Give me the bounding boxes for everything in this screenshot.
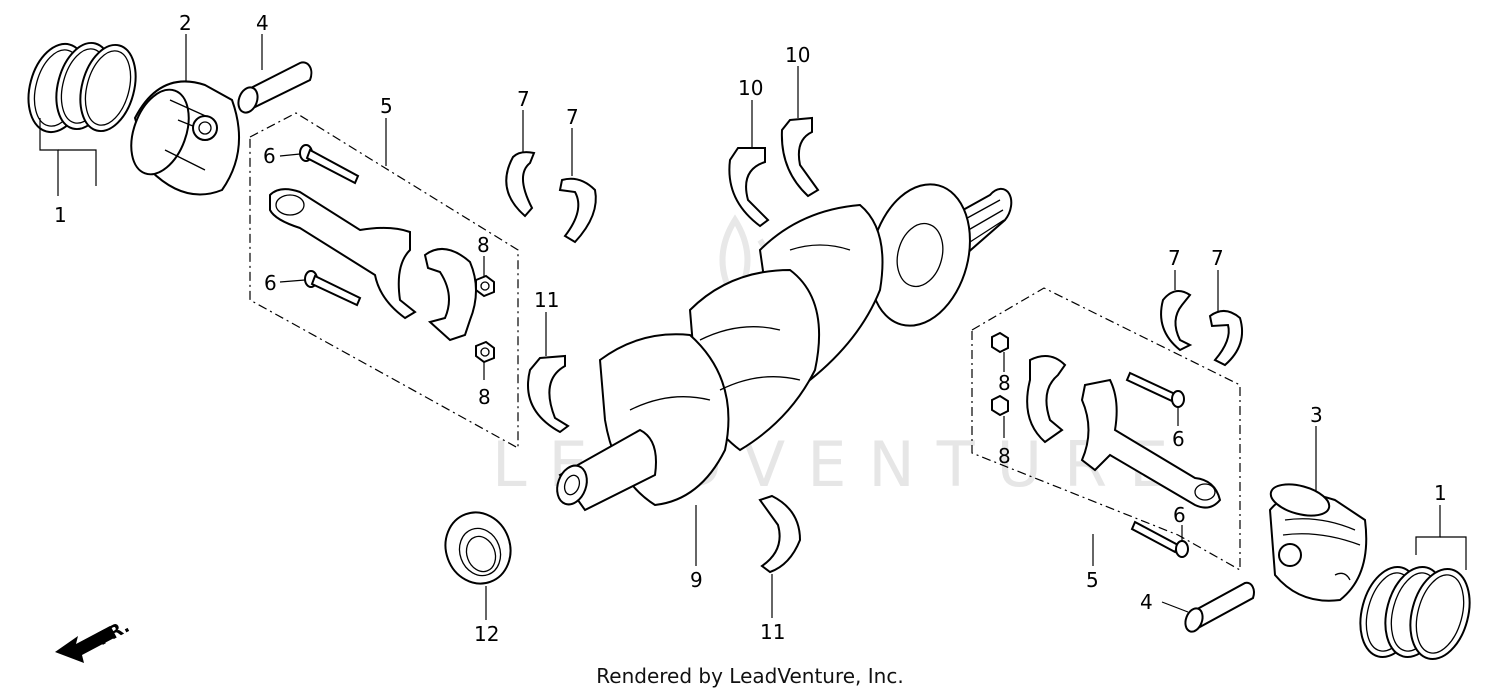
front-arrow-icon: [55, 626, 116, 663]
callout-conrod-bolt-left-upper: 6: [263, 144, 276, 168]
callout-conrod-bolt-right-upper: 6: [1172, 427, 1185, 451]
conrod-bolt-right-lower[interactable]: [1130, 520, 1189, 558]
bearing-right-a[interactable]: [1160, 290, 1193, 352]
callout-piston-right: 3: [1310, 403, 1323, 427]
callout-bearing-left-upper-b: 7: [566, 105, 579, 129]
callout-crankshaft: 9: [690, 568, 703, 592]
callout-piston-rings-right: 1: [1434, 481, 1447, 505]
callout-bearing-right-a: 7: [1168, 246, 1181, 270]
conrod-right[interactable]: [1080, 378, 1222, 509]
callout-nut-right-upper: 8: [998, 371, 1011, 395]
piston-rings-right[interactable]: [1351, 560, 1479, 665]
piston-pin-left[interactable]: [235, 61, 313, 115]
callout-nut-left-lower: 8: [478, 385, 491, 409]
callout-thrust-washer-b: 10: [785, 43, 810, 67]
callout-nut-left-upper: 8: [477, 233, 490, 257]
conrod-cap-left[interactable]: [423, 247, 477, 342]
main-bearing-bottom[interactable]: [758, 494, 802, 574]
callout-main-bearing-left: 11: [534, 288, 559, 312]
conrod-bolt-left-upper[interactable]: [299, 144, 360, 185]
callout-thrust-washer-a: 10: [738, 76, 763, 100]
piston-left[interactable]: [121, 80, 241, 196]
conrod-bolt-left-lower[interactable]: [304, 270, 362, 307]
conrod-left[interactable]: [269, 188, 417, 320]
conrod-bolt-right-upper[interactable]: [1125, 371, 1185, 408]
front-direction-arrow: FR.: [55, 616, 133, 663]
callout-oil-seal: 12: [474, 622, 499, 646]
leader-lines: [185, 34, 1317, 620]
bearing-right-b[interactable]: [1208, 310, 1244, 367]
callout-main-bearing-bottom: 11: [760, 620, 785, 644]
piston-rings-left[interactable]: [19, 37, 144, 139]
nut-left-lower[interactable]: [475, 340, 495, 364]
callout-piston-pin-right: 4: [1140, 590, 1153, 614]
callout-conrod-bolt-right-lower: 6: [1173, 503, 1186, 527]
callout-piston-pin-left: 4: [256, 11, 269, 35]
callout-piston-left: 2: [179, 11, 192, 35]
callout-conrod-bolt-left-lower: 6: [264, 271, 277, 295]
bearing-left-upper-a[interactable]: [505, 151, 536, 218]
piston-pin-right[interactable]: [1182, 581, 1255, 634]
nut-right-upper[interactable]: [991, 331, 1009, 354]
callout-conrod-set-right: 5: [1086, 568, 1099, 592]
conrod-set-right-group: [971, 287, 1241, 572]
callout-bearing-left-upper-a: 7: [517, 87, 530, 111]
callout-nut-right-lower: 8: [998, 444, 1011, 468]
oil-seal[interactable]: [436, 503, 521, 593]
main-bearing-left[interactable]: [527, 354, 570, 434]
callout-bearing-right-b: 7: [1211, 246, 1224, 270]
conrod-cap-right[interactable]: [1026, 355, 1067, 444]
callout-labels: 1 2 4 5 6 6 7 7 8 8 11 10 10 9 11 12 7 7…: [54, 11, 1447, 646]
callout-conrod-set-left: 5: [380, 94, 393, 118]
conrod-set-left-group: [249, 112, 519, 450]
crankshaft[interactable]: [552, 173, 1013, 512]
nut-left-upper[interactable]: [475, 274, 495, 298]
thrust-washer-b[interactable]: [780, 116, 820, 198]
nut-right-lower[interactable]: [991, 394, 1009, 417]
callout-piston-rings-left: 1: [54, 203, 67, 227]
bearing-left-upper-b[interactable]: [558, 177, 597, 244]
thrust-washer-a[interactable]: [728, 147, 770, 228]
footer-credit: Rendered by LeadVenture, Inc.: [596, 664, 904, 688]
piston-right[interactable]: [1267, 479, 1368, 602]
